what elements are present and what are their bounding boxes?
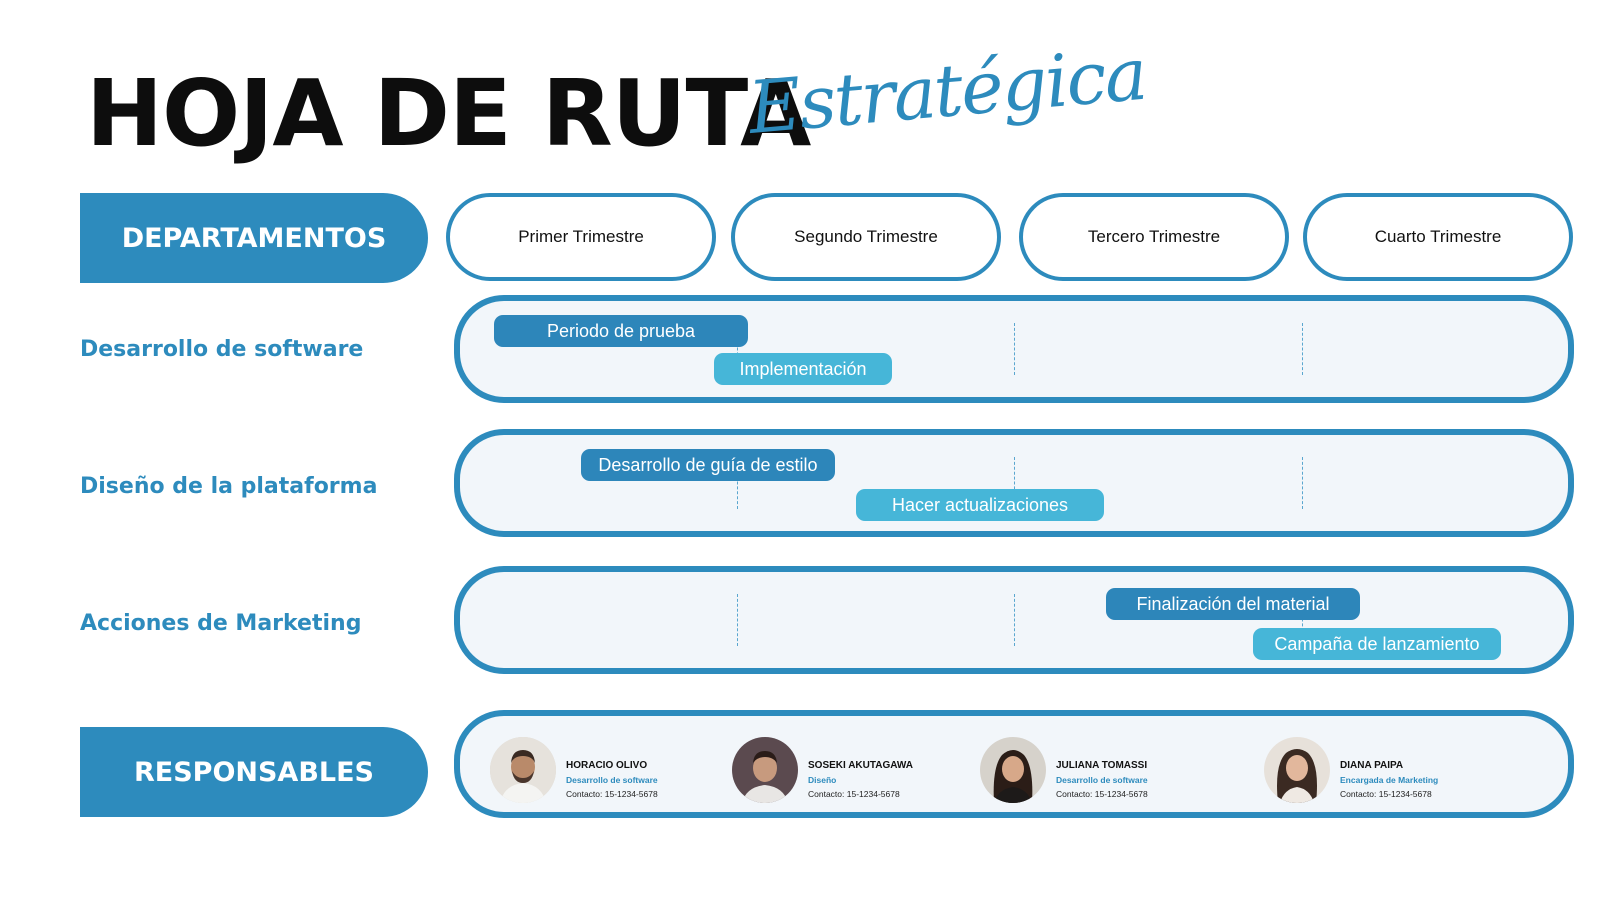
person-name: SOSEKI AKUTAGAWA bbox=[808, 760, 914, 771]
person-role: Desarrollo de software bbox=[566, 775, 658, 785]
department-label-marketing: Acciones de Marketing bbox=[80, 611, 362, 636]
department-label-design: Diseño de la plataforma bbox=[80, 474, 378, 499]
department-label-software: Desarrollo de software bbox=[80, 337, 364, 362]
quarter-header-4: Cuarto Trimestre bbox=[1303, 193, 1573, 281]
quarter-divider bbox=[737, 323, 738, 375]
timeline-row-design: Desarrollo de guía de estilo Hacer actua… bbox=[454, 429, 1574, 537]
page-title-script: Estratégica bbox=[745, 31, 1149, 150]
person-name: DIANA PAIPA bbox=[1340, 760, 1404, 771]
quarter-divider bbox=[1014, 457, 1015, 509]
quarter-header-2: Segundo Trimestre bbox=[731, 193, 1001, 281]
person-card: DIANA PAIPA Encargada de Marketing Conta… bbox=[1340, 760, 1438, 799]
quarter-header-3: Tercero Trimestre bbox=[1019, 193, 1289, 281]
quarter-divider bbox=[737, 594, 738, 646]
avatar-man-beard-icon bbox=[490, 737, 556, 803]
person-role: Encargada de Marketing bbox=[1340, 775, 1439, 785]
departments-header: DEPARTAMENTOS bbox=[80, 193, 428, 283]
quarter-header-1: Primer Trimestre bbox=[446, 193, 716, 281]
quarter-divider bbox=[1302, 457, 1303, 509]
timeline-row-software: Periodo de prueba Implementación bbox=[454, 295, 1574, 403]
person-contact: Contacto: 15-1234-5678 bbox=[566, 789, 658, 799]
task-bar-actualizaciones: Hacer actualizaciones bbox=[856, 489, 1104, 521]
person-card: HORACIO OLIVO Desarrollo de software Con… bbox=[566, 760, 658, 799]
avatar-woman-long-hair-icon bbox=[1264, 737, 1330, 803]
quarter-divider bbox=[1302, 594, 1303, 646]
task-bar-guia-estilo: Desarrollo de guía de estilo bbox=[581, 449, 835, 481]
responsibles-header: RESPONSABLES bbox=[80, 727, 428, 817]
person-contact: Contacto: 15-1234-5678 bbox=[808, 789, 900, 799]
avatar-woman-dark-hair-icon bbox=[980, 737, 1046, 803]
person-name: JULIANA TOMASSI bbox=[1056, 760, 1148, 771]
person-contact: Contacto: 15-1234-5678 bbox=[1340, 789, 1432, 799]
person-card: SOSEKI AKUTAGAWA Diseño Contacto: 15-123… bbox=[808, 760, 913, 799]
person-card: JULIANA TOMASSI Desarrollo de software C… bbox=[1056, 760, 1148, 799]
task-bar-periodo-prueba: Periodo de prueba bbox=[494, 315, 748, 347]
quarter-divider bbox=[737, 457, 738, 509]
timeline-row-marketing: Finalización del material Campaña de lan… bbox=[454, 566, 1574, 674]
quarter-divider bbox=[1014, 323, 1015, 375]
responsibles-row: HORACIO OLIVO Desarrollo de software Con… bbox=[454, 710, 1574, 818]
quarter-divider bbox=[1014, 594, 1015, 646]
task-bar-implementacion: Implementación bbox=[714, 353, 892, 385]
task-bar-finalizacion-material: Finalización del material bbox=[1106, 588, 1360, 620]
quarter-divider bbox=[1302, 323, 1303, 375]
avatar-man-short-hair-icon bbox=[732, 737, 798, 803]
person-contact: Contacto: 15-1234-5678 bbox=[1056, 789, 1148, 799]
task-bar-campana-lanzamiento: Campaña de lanzamiento bbox=[1253, 628, 1501, 660]
person-name: HORACIO OLIVO bbox=[566, 760, 648, 771]
person-role: Desarrollo de software bbox=[1056, 775, 1148, 785]
person-role: Diseño bbox=[808, 775, 837, 785]
page-title: HOJA DE RUTA bbox=[86, 60, 811, 167]
